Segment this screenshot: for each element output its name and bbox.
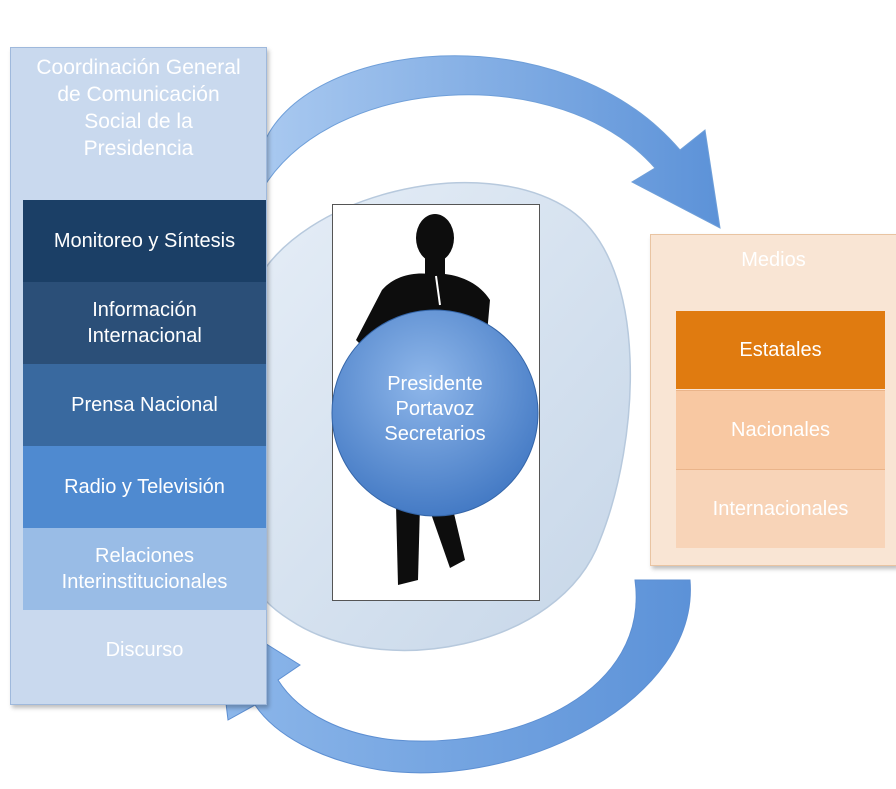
box-nacionales: Nacionales — [676, 390, 885, 469]
left-panel: Coordinación General de Comunicación Soc… — [10, 47, 267, 705]
box-radio-television: Radio y Televisión — [23, 446, 266, 528]
box-estatales: Estatales — [676, 311, 885, 389]
box-internacionales: Internacionales — [676, 469, 885, 548]
right-panel: Medios Estatales Nacionales Internaciona… — [650, 234, 896, 566]
circle-line-presidente: Presidente — [387, 373, 483, 395]
box-relaciones-interinstitucionales: Relaciones Interinstitucionales — [23, 528, 266, 610]
center-circle-label: Presidente Portavoz Secretarios — [330, 372, 540, 447]
circle-line-portavoz: Portavoz — [395, 398, 475, 420]
box-discurso: Discurso — [23, 610, 266, 690]
box-monitoreo-sintesis: Monitoreo y Síntesis — [23, 200, 266, 282]
box-prensa-nacional: Prensa Nacional — [23, 364, 266, 446]
box-informacion-internacional: Información Internacional — [23, 282, 266, 364]
circle-line-secretarios: Secretarios — [384, 423, 486, 445]
left-panel-title: Coordinación General de Comunicación Soc… — [36, 56, 241, 160]
medios-title: Medios — [741, 249, 806, 271]
